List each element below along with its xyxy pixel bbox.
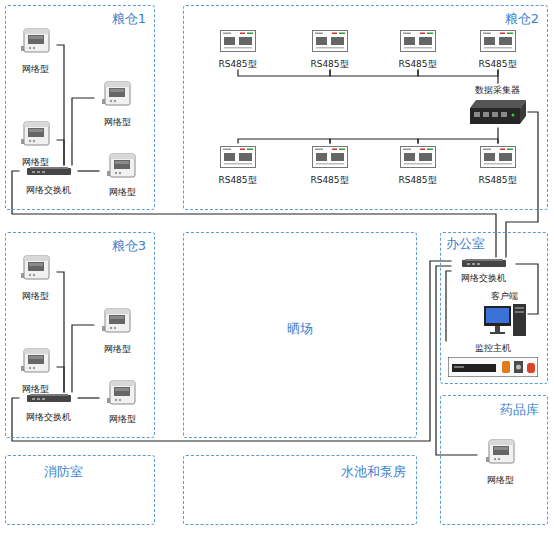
device-node: 网络型 bbox=[15, 345, 57, 395]
device-label: RS485型 bbox=[310, 174, 348, 186]
device-node: 网络型 bbox=[15, 252, 57, 302]
network-cable bbox=[506, 112, 538, 258]
region-title: 药品库 bbox=[500, 402, 539, 418]
device-node: 网络型 bbox=[95, 305, 140, 355]
device-node: RS485型 bbox=[305, 28, 355, 70]
network-cable bbox=[57, 140, 65, 166]
device-label: 网络型 bbox=[109, 186, 136, 198]
network-cable bbox=[418, 139, 498, 144]
network-cable bbox=[72, 98, 95, 166]
network-cable bbox=[436, 266, 478, 455]
device-node: 客户端 bbox=[482, 290, 528, 338]
area-region: 粮仓1网络型网络型网络型网络型网络交换机 bbox=[5, 5, 155, 210]
network-cable bbox=[238, 70, 330, 77]
network-cable bbox=[12, 261, 452, 441]
network-cable bbox=[418, 70, 498, 77]
device-node: RS485型 bbox=[305, 144, 355, 186]
network-cable bbox=[330, 70, 418, 77]
area-region: 药品库网络型 bbox=[440, 395, 548, 525]
device-node: 数据采集器 bbox=[468, 84, 528, 128]
device-label: 网络型 bbox=[109, 413, 136, 425]
device-node: 监控主机 bbox=[444, 342, 542, 380]
device-label: RS485型 bbox=[398, 58, 436, 70]
device-node: RS485型 bbox=[213, 144, 263, 186]
device-label: 网络交换机 bbox=[26, 184, 71, 196]
area-region: 消防室 bbox=[5, 455, 155, 525]
area-region: 粮仓3网络型网络型网络型网络型网络交换机 bbox=[5, 232, 155, 438]
device-node: RS485型 bbox=[213, 28, 263, 70]
network-cable bbox=[330, 139, 418, 144]
device-label: 客户端 bbox=[491, 290, 518, 302]
region-title: 办公室 bbox=[446, 236, 485, 252]
device-node: 网络交换机 bbox=[452, 258, 516, 284]
network-cable bbox=[78, 170, 100, 171]
device-label: RS485型 bbox=[310, 58, 348, 70]
network-cable bbox=[57, 367, 65, 393]
region-title: 消防室 bbox=[44, 464, 83, 480]
region-title: 粮仓1 bbox=[112, 11, 146, 27]
device-label: 网络型 bbox=[487, 474, 514, 486]
device-node: RS485型 bbox=[393, 28, 443, 70]
network-cable bbox=[497, 128, 498, 144]
device-label: RS485型 bbox=[478, 58, 516, 70]
network-cable bbox=[57, 45, 65, 166]
network-cable bbox=[516, 264, 539, 314]
network-cable bbox=[497, 70, 498, 84]
device-label: 监控主机 bbox=[475, 342, 511, 354]
area-region: 办公室网络交换机客户端监控主机 bbox=[440, 232, 548, 384]
device-label: 网络型 bbox=[22, 383, 49, 395]
area-region: 粮仓2RS485型RS485型RS485型RS485型数据采集器RS485型RS… bbox=[183, 5, 548, 210]
network-cable bbox=[238, 139, 330, 144]
device-node: 网络型 bbox=[95, 78, 140, 128]
region-title: 粮仓2 bbox=[505, 11, 539, 27]
device-node: 网络型 bbox=[15, 25, 57, 75]
device-label: 网络型 bbox=[22, 63, 49, 75]
area-region: 水池和泵房 bbox=[183, 455, 417, 525]
device-node: 网络交换机 bbox=[20, 166, 78, 196]
device-node: 网络型 bbox=[100, 150, 145, 198]
device-label: RS485型 bbox=[218, 58, 256, 70]
device-node: RS485型 bbox=[393, 144, 443, 186]
device-label: 网络型 bbox=[104, 116, 131, 128]
network-cable bbox=[57, 272, 65, 393]
device-node: 网络型 bbox=[478, 436, 524, 486]
device-node: RS485型 bbox=[473, 144, 523, 186]
device-node: 网络型 bbox=[100, 377, 145, 425]
region-title: 粮仓3 bbox=[112, 238, 146, 254]
device-node: RS485型 bbox=[473, 28, 523, 70]
device-label: 网络型 bbox=[104, 343, 131, 355]
region-title: 水池和泵房 bbox=[341, 464, 406, 480]
device-label: 数据采集器 bbox=[475, 84, 520, 96]
network-cable bbox=[446, 271, 452, 342]
device-label: RS485型 bbox=[218, 174, 256, 186]
network-cable bbox=[72, 325, 95, 393]
network-cable bbox=[12, 171, 496, 258]
device-label: 网络交换机 bbox=[26, 411, 71, 423]
device-label: 网络型 bbox=[22, 290, 49, 302]
device-label: RS485型 bbox=[478, 174, 516, 186]
device-node: 网络交换机 bbox=[20, 393, 78, 423]
device-label: 网络型 bbox=[22, 156, 49, 168]
device-label: RS485型 bbox=[398, 174, 436, 186]
area-region: 晒场 bbox=[183, 232, 417, 438]
region-title: 晒场 bbox=[184, 321, 416, 337]
device-node: 网络型 bbox=[15, 118, 57, 168]
device-label: 网络交换机 bbox=[461, 272, 506, 284]
network-cable bbox=[78, 397, 100, 398]
